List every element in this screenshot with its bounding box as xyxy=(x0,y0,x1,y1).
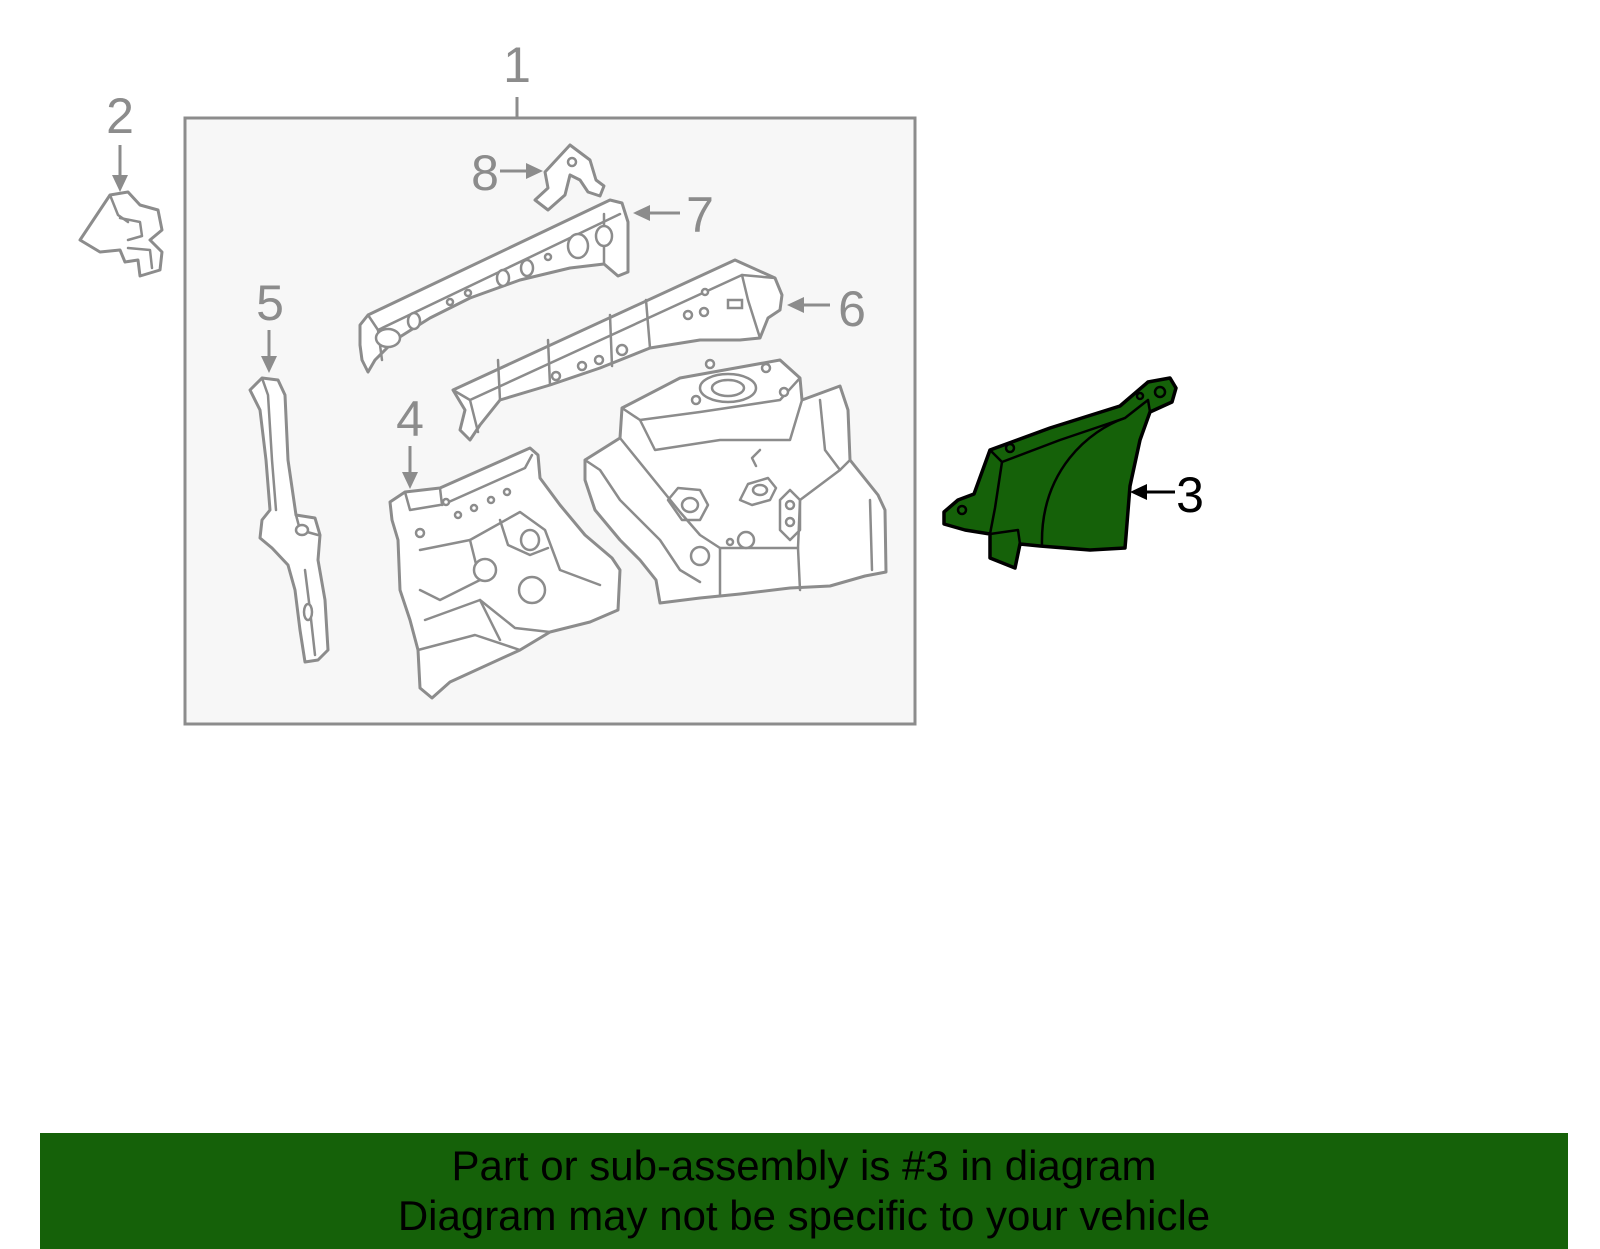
callout-8-label: 8 xyxy=(471,145,499,201)
part-3-highlighted[interactable] xyxy=(942,376,1178,570)
part-2-bracket[interactable] xyxy=(78,190,164,278)
callout-2-label: 2 xyxy=(106,88,134,144)
callout-3-arrowhead xyxy=(1130,484,1147,500)
callout-2-arrowhead xyxy=(112,175,128,192)
callout-5-arrowhead xyxy=(261,356,277,373)
callout-1-label: 1 xyxy=(503,37,531,93)
banner-line-1: Part or sub-assembly is #3 in diagram xyxy=(451,1142,1157,1189)
part-5-reinforcement[interactable] xyxy=(248,376,330,664)
part-4-apron-panel[interactable] xyxy=(388,446,622,700)
callout-4-label: 4 xyxy=(396,391,424,447)
part-7-upper-rail[interactable] xyxy=(358,198,630,374)
banner-line-2: Diagram may not be specific to your vehi… xyxy=(397,1192,1211,1239)
callout-4-arrowhead xyxy=(402,472,418,489)
callout-6-label: 6 xyxy=(838,281,866,337)
callout-7-label: 7 xyxy=(686,187,714,243)
callout-3-label: 3 xyxy=(1176,467,1204,523)
strut-tower-assembly[interactable] xyxy=(583,358,888,605)
info-banner: Part or sub-assembly is #3 in diagram Di… xyxy=(40,1133,1568,1249)
callout-8-arrowhead xyxy=(526,163,543,179)
part-8-clip[interactable] xyxy=(533,143,606,212)
part-6-side-member[interactable] xyxy=(451,258,784,442)
callout-7-arrowhead xyxy=(633,205,650,221)
callout-5-label: 5 xyxy=(256,275,284,331)
callout-6-arrowhead xyxy=(787,297,804,313)
